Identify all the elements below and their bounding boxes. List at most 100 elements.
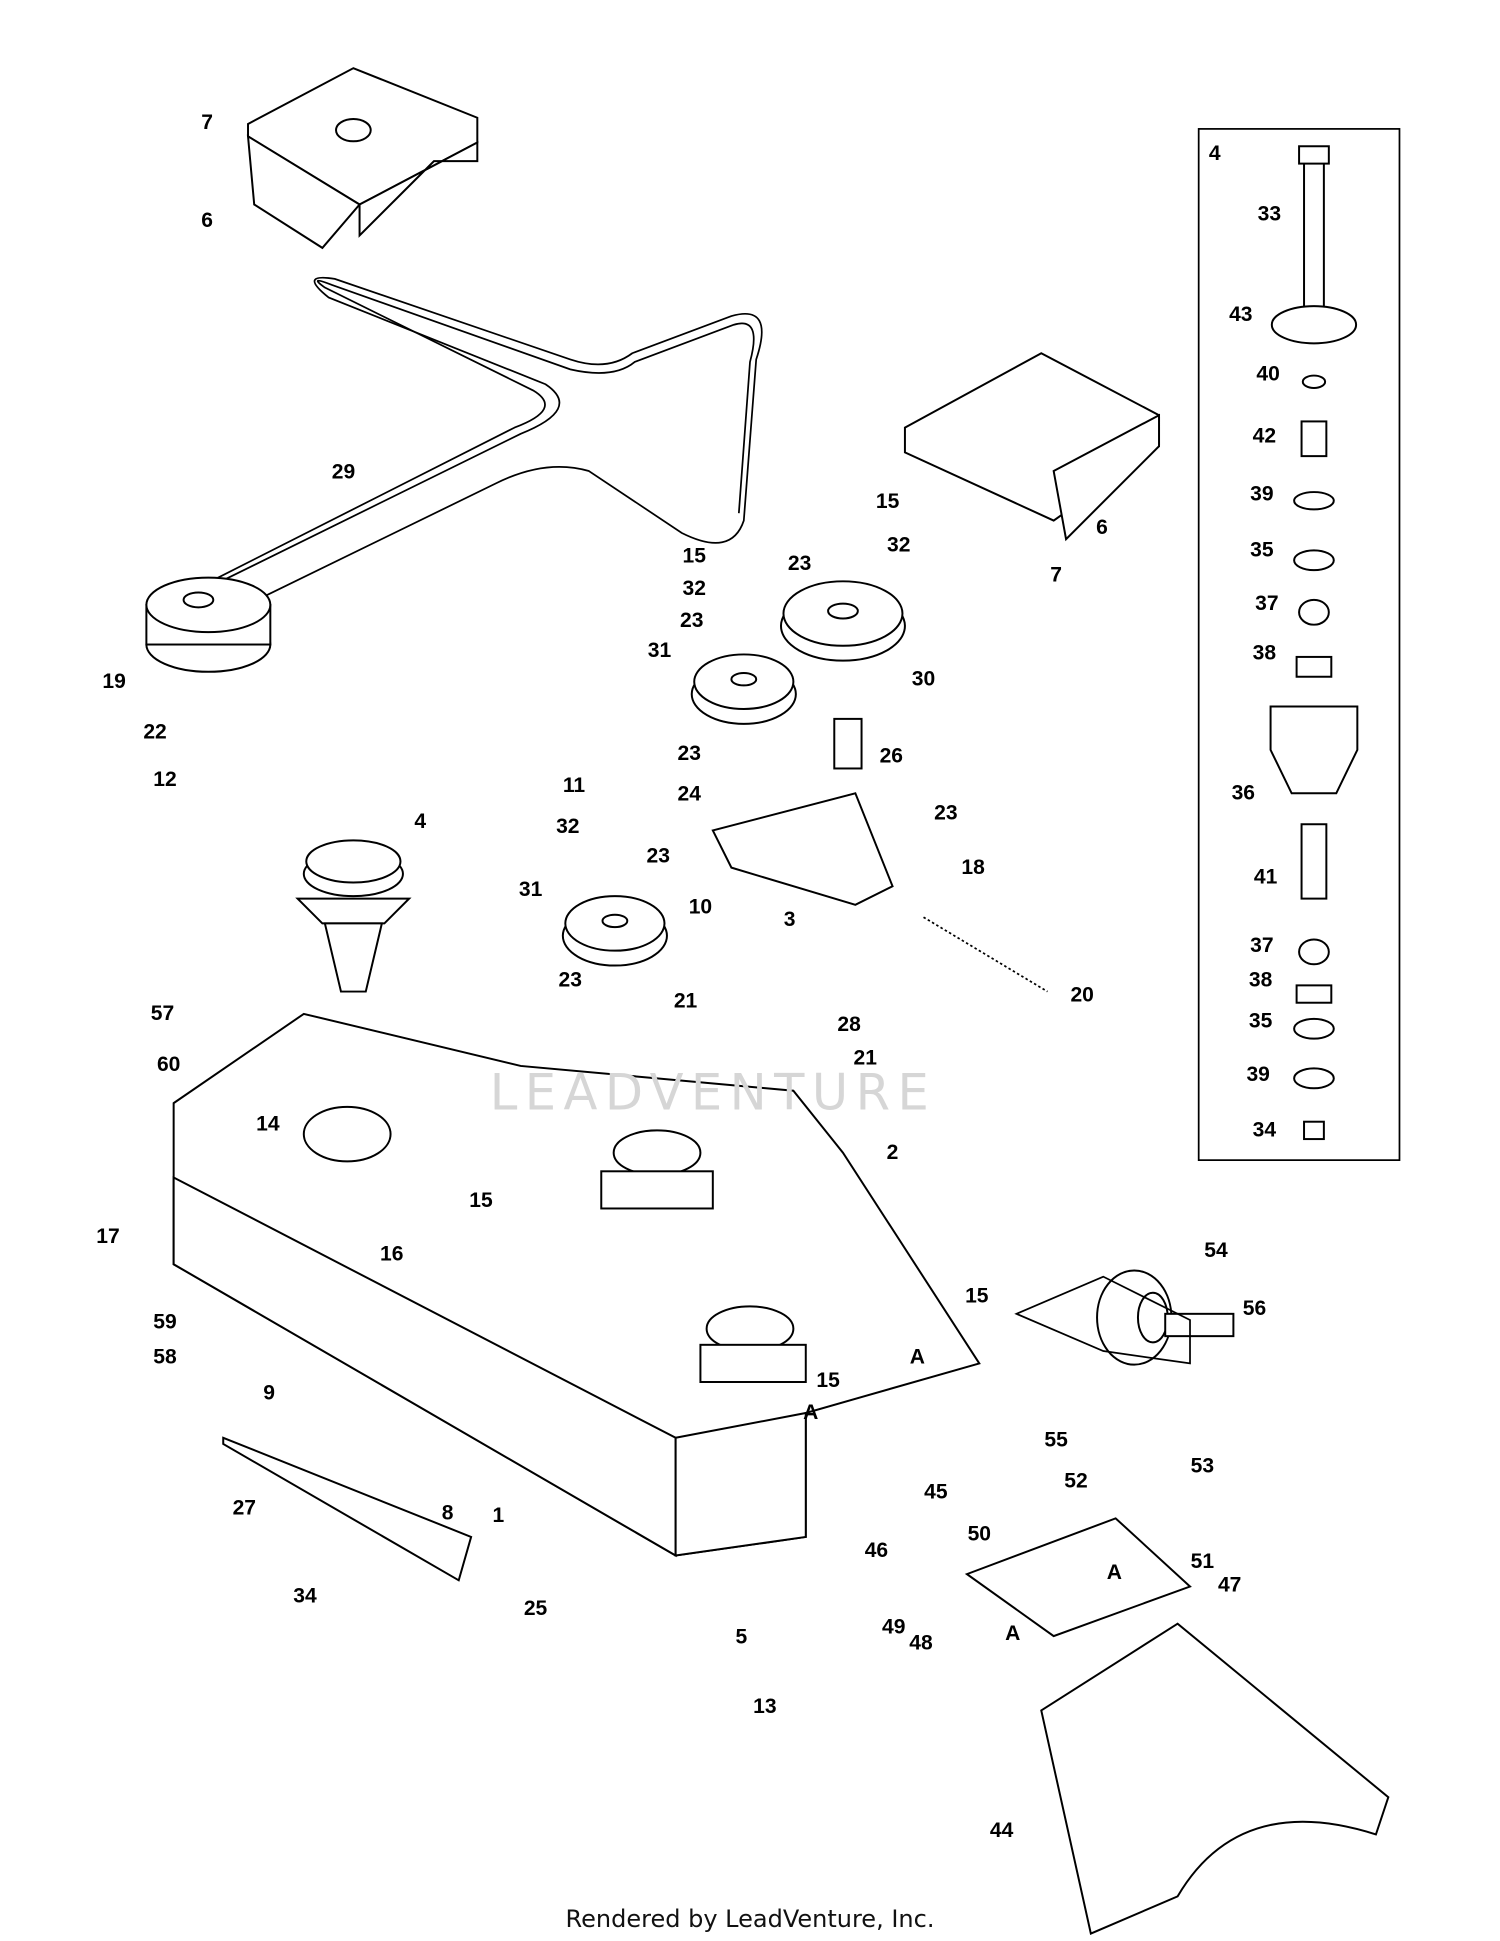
gauge-wheel [1096,1269,1235,1366]
callout-label: 16 [380,1243,403,1266]
callout-label: 37 [1250,934,1273,957]
callout-label: 35 [1250,539,1274,562]
callout-label: 60 [157,1053,180,1076]
callout-label: 32 [556,815,579,838]
callout-label: 46 [865,1539,888,1562]
callout-label: 49 [882,1616,905,1639]
idler-pulley [690,653,797,725]
callout-label: 1 [493,1504,505,1527]
callout-label: 41 [1254,866,1278,889]
callout-label: A [910,1345,925,1368]
electric-clutch [145,576,272,673]
callout-label: A [1005,1622,1020,1645]
callout-label: 23 [559,969,582,992]
callout-label: 32 [683,577,706,600]
callout-label: 57 [151,1002,174,1025]
callout-label: 15 [683,545,707,568]
callout-label: 17 [96,1225,119,1248]
callout-label: 11 [563,774,586,797]
discharge-chute [964,1517,1390,1935]
callout-label: 23 [934,801,957,824]
callout-label: 36 [1232,781,1255,804]
callout-label: 43 [1229,303,1252,326]
callout-label: 18 [961,856,985,879]
callout-label: 19 [102,670,125,693]
belt [198,276,763,609]
callout-label: 14 [256,1112,280,1135]
watermark: LEADVENTURE [490,1063,937,1121]
wheel-outline [1014,1275,1191,1365]
callout-label: 30 [912,667,935,690]
spindle-assembly [295,839,412,993]
callout-label: 33 [1258,203,1281,226]
callout-label: 13 [753,1695,776,1718]
spindle-exploded [1269,145,1359,1141]
callout-label: 7 [1050,563,1062,586]
callout-label: A [803,1401,818,1424]
callout-label: 4 [414,810,426,833]
idler-pulley [779,580,906,662]
deck-cover-right [903,352,1161,542]
callout-label: 31 [519,878,543,901]
callout-label: 35 [1249,1010,1273,1033]
deck-cover-left [246,67,479,250]
deck-spindle [600,1129,714,1210]
callout-label: 23 [647,845,670,868]
callout-label: 5 [735,1626,747,1649]
callout-label: 6 [201,209,213,232]
callout-label: 51 [1191,1550,1215,1573]
callout-label: A [1107,1561,1122,1584]
callout-label: 22 [143,721,166,744]
callout-label: 58 [153,1345,177,1368]
callout-label: 37 [1255,592,1278,615]
callout-label: 15 [965,1285,989,1308]
callout-label: 12 [153,768,176,791]
deck-spindle [699,1305,807,1383]
callout-label: 9 [263,1381,275,1404]
callout-label: 59 [153,1311,176,1334]
callout-label: 45 [924,1481,948,1504]
spindle-inset-box [1197,128,1401,1162]
callout-label: 32 [887,534,910,557]
callout-label: 44 [990,1819,1014,1842]
callout-label: 38 [1253,641,1277,664]
callout-label: 7 [201,111,213,134]
callout-label: 38 [1249,969,1273,992]
callout-label: 25 [524,1597,548,1620]
callout-label: 23 [678,742,701,765]
callout-label: 56 [1243,1297,1266,1320]
spring [923,916,1048,993]
callout-label: 15 [469,1189,493,1212]
blade [222,1436,473,1582]
callout-label: 15 [816,1369,840,1392]
callout-label: 6 [1096,516,1108,539]
callout-label: 39 [1250,483,1273,506]
callout-label: 24 [678,783,702,806]
callout-label: 54 [1204,1239,1228,1262]
callout-label: 29 [332,460,355,483]
footer-credit: Rendered by LeadVenture, Inc. [565,1905,935,1933]
idler-bracket [711,717,894,906]
callout-label: 21 [854,1047,878,1070]
callout-label: 3 [784,908,796,931]
callout-label: 21 [674,990,698,1013]
callout-label: 50 [968,1523,991,1546]
callout-label: 26 [880,744,903,767]
callout-label: 27 [233,1497,256,1520]
callout-label: 34 [1253,1119,1277,1142]
callout-label: 23 [788,552,811,575]
callout-label: 31 [648,639,672,662]
callout-label: 23 [680,609,703,632]
callout-label: 4 [1209,142,1221,165]
callout-label: 39 [1246,1063,1269,1086]
callout-label: 34 [293,1585,317,1608]
callout-label: 48 [909,1632,933,1655]
callout-label: 42 [1253,424,1276,447]
callout-label: 52 [1064,1469,1087,1492]
callout-label: 47 [1218,1573,1241,1596]
callout-label: 40 [1256,363,1279,386]
callout-label: 20 [1070,983,1093,1006]
